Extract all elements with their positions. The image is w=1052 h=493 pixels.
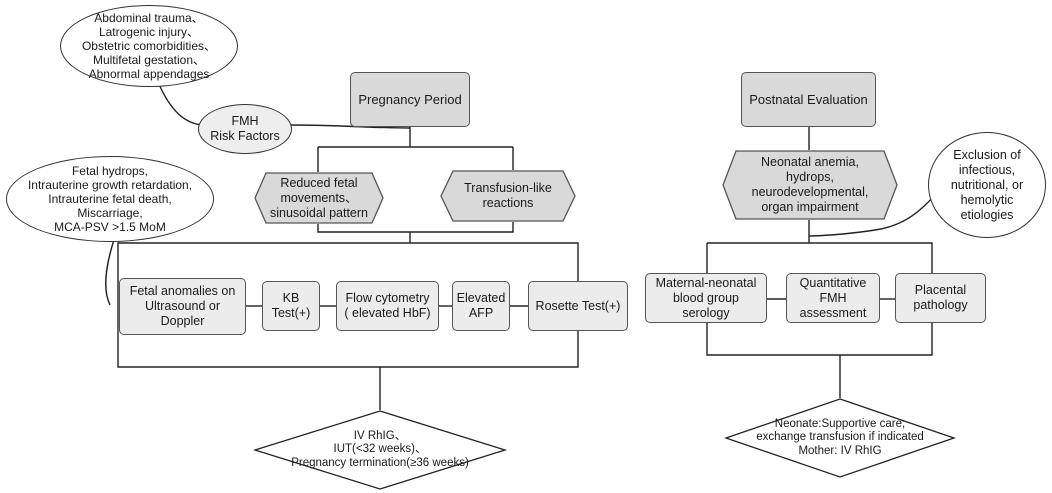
- fmh-risk-factors-ellipse: FMH Risk Factors: [198, 104, 292, 154]
- test-rosette: Rosette Test(+): [528, 281, 628, 331]
- neonatal-findings-label: Neonatal anemia, hydrops, neurodevelopme…: [751, 155, 869, 214]
- exclusion-ellipse: Exclusion of infectious, nutritional, or…: [928, 132, 1046, 238]
- prenatal-treatment-label: IV RhIG、 IUT(<32 weeks)、 Pregnancy termi…: [291, 429, 469, 469]
- transfusion-reactions-label: Transfusion-like reactions: [464, 181, 552, 210]
- test-placental-pathology: Placental pathology: [895, 273, 986, 323]
- test-flow-cytometry: Flow cytometry ( elevated HbF): [336, 281, 439, 331]
- postnatal-treatment-label: Neonate:Supportive care; exchange transf…: [756, 417, 924, 457]
- test-quantitative-fmh: Quantitative FMH assessment: [786, 273, 880, 323]
- postnatal-treatment-diamond: Neonate:Supportive care; exchange transf…: [723, 398, 957, 478]
- test-kb: KB Test(+): [262, 281, 320, 331]
- pregnancy-period-box: Pregnancy Period: [350, 72, 470, 127]
- test-fetal-anomalies: Fetal anomalies on Ultrasound or Doppler: [119, 278, 246, 335]
- test-elevated-afp: Elevated AFP: [452, 281, 510, 331]
- postnatal-evaluation-box: Postnatal Evaluation: [741, 72, 876, 127]
- reduced-fetal-movements-hexagon: Reduced fetal movements、 sinusoidal patt…: [254, 172, 384, 224]
- risk-causes-ellipse: Abdominal trauma、 Latrogenic injury、 Obs…: [60, 5, 238, 87]
- neonatal-findings-hexagon: Neonatal anemia, hydrops, neurodevelopme…: [722, 150, 898, 220]
- prenatal-treatment-diamond: IV RhIG、 IUT(<32 weeks)、 Pregnancy termi…: [252, 410, 508, 490]
- reduced-fetal-movements-label: Reduced fetal movements、 sinusoidal patt…: [270, 175, 368, 220]
- test-blood-group-serology: Maternal-neonatal blood group serology: [645, 273, 767, 323]
- fetal-signs-ellipse: Fetal hydrops, Intrauterine growth retar…: [6, 156, 214, 242]
- transfusion-reactions-hexagon: Transfusion-like reactions: [440, 170, 576, 222]
